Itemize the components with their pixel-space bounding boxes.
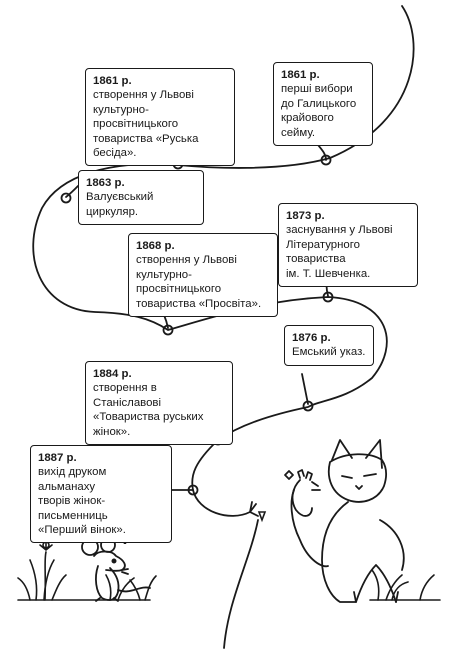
event-text: вихід друком альманаху творів жінок-пись… (38, 466, 126, 537)
event-1887-pershyi-vinok: 1887 р. вихід друком альманаху творів жі… (30, 445, 172, 544)
knot (187, 484, 199, 496)
event-year: 1861 р. (281, 69, 320, 81)
event-text: заснування у Львові Літературного товари… (286, 224, 393, 280)
knot (322, 291, 334, 303)
event-1868-prosvita: 1868 р. створення у Львові культурно-про… (128, 233, 278, 318)
event-text: створення в Станіславові «Товариства рус… (93, 382, 204, 438)
event-1873-shevchenko-society: 1873 р. заснування у Львові Літературног… (278, 203, 418, 288)
timeline-line (32, 5, 415, 517)
event-year: 1868 р. (136, 240, 175, 252)
mouse-illustration (81, 537, 151, 602)
cat-illustration (284, 439, 405, 603)
event-text: створення у Львові культурно-просвітниць… (93, 89, 199, 160)
event-year: 1873 р. (286, 210, 325, 222)
event-text: створення у Львові культурно-просвітниць… (136, 254, 262, 310)
event-text: перші вибори до Галицького крайового сей… (281, 83, 357, 139)
event-1863-valuev-circular: 1863 р. Валуєвський циркуляр. (78, 170, 204, 226)
timeline-tail (223, 519, 259, 649)
knot (320, 154, 332, 166)
event-1884-women-society: 1884 р. створення в Станіславові «Товари… (85, 361, 233, 446)
event-text: Валуєвський циркуляр. (86, 191, 154, 218)
event-1861-sejm-elections: 1861 р. перші вибори до Галицького крайо… (273, 62, 373, 147)
grass (17, 511, 441, 601)
event-year: 1863 р. (86, 177, 125, 189)
event-year: 1887 р. (38, 452, 77, 464)
knot (302, 400, 314, 412)
knot (60, 192, 72, 204)
event-year: 1876 р. (292, 332, 331, 344)
event-year: 1861 р. (93, 75, 132, 87)
knot (162, 324, 174, 336)
event-1861-ruska-beseda: 1861 р. створення у Львові культурно-про… (85, 68, 235, 167)
event-text: Емський указ. (292, 346, 366, 359)
event-year: 1884 р. (93, 368, 132, 380)
event-1876-ems-ukaz: 1876 р. Емський указ. (284, 325, 374, 366)
